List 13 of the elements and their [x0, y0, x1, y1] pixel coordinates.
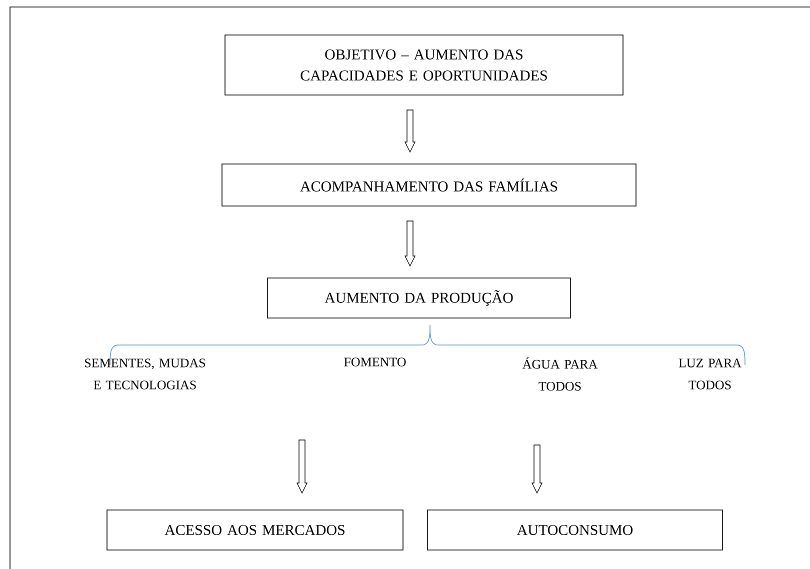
process-box: AUTOCONSUMO — [427, 510, 723, 550]
process-box: AUMENTO DA PRODUÇÃO — [267, 278, 571, 318]
process-box: ACOMPANHAMENTO DAS FAMÍLIAS — [222, 164, 636, 206]
item-label: FOMENTO — [344, 358, 406, 366]
block-arrow — [404, 110, 416, 153]
block-arrow — [404, 220, 416, 267]
item-label: LUZ PARA TODOS — [678, 358, 742, 390]
process-box: ACESSO AOS MERCADOS — [106, 510, 404, 550]
block-arrow — [531, 444, 543, 494]
item-label: SEMENTES, MUDAS E TECNOLOGIAS — [85, 358, 206, 390]
process-box: OBJETIVO – AUMENTO DAS CAPACIDADES E OPORTUNIDADES — [224, 34, 624, 96]
item-label: ÁGUA PARA TODOS — [522, 357, 598, 391]
block-arrow — [296, 440, 308, 494]
